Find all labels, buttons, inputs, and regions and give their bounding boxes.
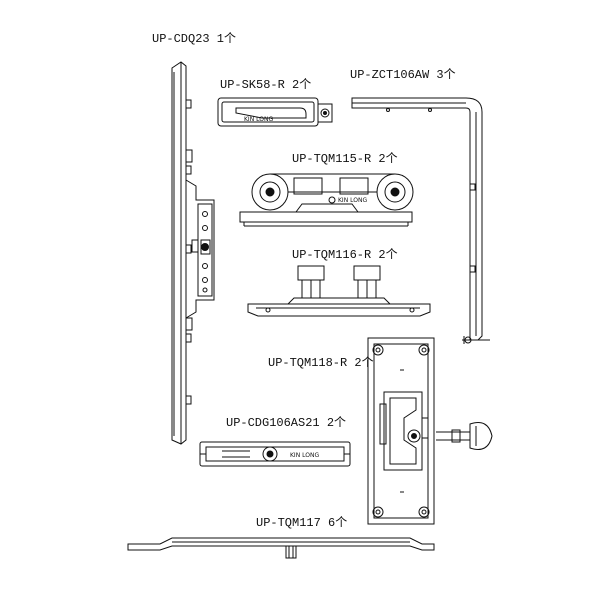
- label-up-tqm117: UP-TQM117 6个: [256, 516, 348, 530]
- label-up-cdg106as21: UP-CDG106AS21 2个: [226, 416, 347, 430]
- cdg106-logo-text: KIN LONG: [290, 452, 319, 459]
- part-up-cdg106as21-plate: KIN LONG: [199, 441, 351, 467]
- part-up-cdq23-drive-bar: [171, 61, 215, 445]
- label-up-zct106aw: UP-ZCT106AW 3个: [350, 68, 456, 82]
- label-up-tqm118-r: UP-TQM118-R 2个: [268, 356, 374, 370]
- part-up-tqm118-r-gearbox: [367, 337, 435, 525]
- label-up-tqm116-r: UP-TQM116-R 2个: [292, 248, 398, 262]
- label-up-cdq23: UP-CDQ23 1个: [152, 32, 237, 46]
- sk58-logo-text: KIN LONG: [244, 116, 273, 123]
- part-up-tqm116-r-roller: [247, 265, 431, 317]
- label-up-sk58-r: UP-SK58-R 2个: [220, 78, 312, 92]
- part-handle-knob: [436, 422, 493, 450]
- part-up-sk58-r-keeper: KIN LONG: [217, 97, 333, 127]
- part-up-tqm117-bar: [127, 537, 435, 559]
- tqm115-logo-text: KIN LONG: [338, 197, 367, 204]
- part-up-zct106aw-corner: [351, 97, 490, 344]
- part-up-tqm115-r-roller: KIN LONG: [239, 173, 414, 227]
- label-up-tqm115-r: UP-TQM115-R 2个: [292, 152, 398, 166]
